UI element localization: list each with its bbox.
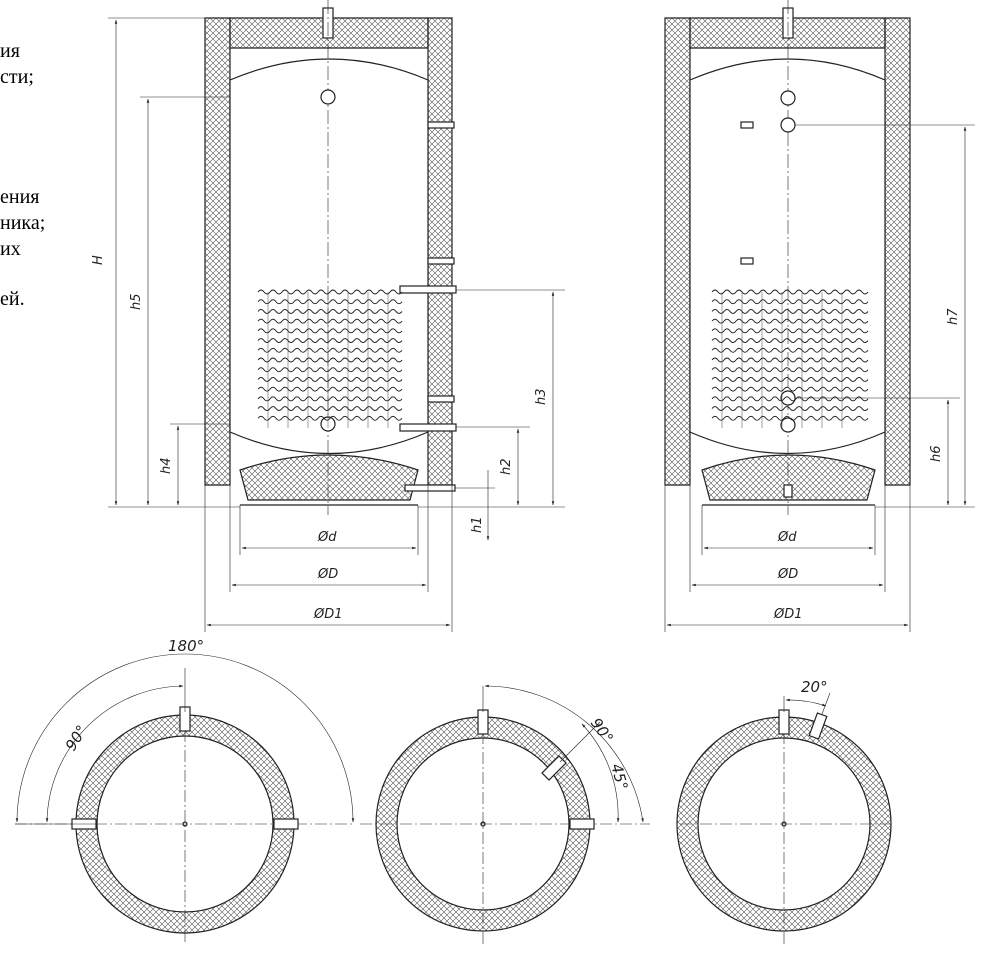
plan-b-label-90: 90°: [587, 715, 617, 747]
plan-a-pipe-right: [273, 818, 299, 830]
plan-b-label-45: 45°: [607, 762, 631, 792]
coil-winding: [257, 289, 403, 295]
legend-line-5: их: [0, 238, 21, 260]
label-D: ØD: [317, 567, 338, 582]
left-heat-exchanger-coil: [257, 289, 403, 428]
plan-a-arc-90: [45, 684, 184, 823]
plan-b-pipe-right: [569, 818, 595, 830]
label-right-D: ØD: [777, 567, 798, 582]
right-small-port-1: [740, 121, 754, 129]
right-insulation-right-wall: [884, 17, 911, 486]
plan-c-pipe-20: [808, 712, 828, 740]
coil-winding: [257, 318, 403, 324]
legend-line-6: ей.: [0, 288, 25, 310]
left-coil-outlet: [399, 423, 457, 432]
plan-b-arc-45: [581, 723, 620, 823]
coil-winding: [257, 415, 403, 421]
plan-view-20: [676, 692, 892, 945]
left-tank-body: [229, 58, 429, 455]
label-H: H: [91, 255, 106, 265]
label-h1: h1: [470, 516, 485, 533]
label-h7: h7: [946, 308, 961, 325]
coil-winding: [257, 328, 403, 334]
right-nozzle-4: [780, 417, 796, 433]
plan-c-pipe-top: [778, 709, 790, 735]
coil-winding: [257, 406, 403, 412]
left-upper-nozzle: [320, 89, 336, 105]
left-insulation-left-wall: [204, 17, 231, 486]
left-bottom-insulation: [239, 454, 419, 501]
plan-b-pipe-top: [477, 709, 489, 735]
label-h3: h3: [534, 388, 549, 405]
label-d: Ød: [317, 530, 337, 545]
label-h4: h4: [159, 457, 174, 474]
left-insulation-right-wall: [427, 17, 453, 486]
right-nozzle-2: [780, 117, 796, 133]
label-h5: h5: [129, 293, 144, 310]
plan-a-arc-180: [15, 653, 355, 823]
left-side-sleeve-2: [427, 257, 455, 265]
right-tank-body: [689, 58, 886, 455]
right-nozzle-1: [780, 90, 796, 106]
right-elevation-view: [664, 0, 975, 632]
left-side-sleeve-3: [427, 395, 455, 403]
right-small-port-2: [740, 257, 754, 265]
label-right-d: Ød: [777, 530, 797, 545]
plan-a-label-90: 90°: [62, 722, 91, 754]
plan-view-90-45: [360, 684, 650, 945]
plan-view-180: [15, 653, 355, 945]
coil-winding: [257, 299, 403, 305]
label-D1: ØD1: [313, 607, 343, 622]
coil-winding: [257, 386, 403, 392]
left-drain-pipe: [404, 484, 456, 492]
left-elevation-view: [108, 0, 565, 632]
label-right-D1: ØD1: [773, 607, 803, 622]
right-bottom-insulation: [701, 454, 876, 501]
legend-line-4: ника;: [0, 212, 46, 234]
right-heat-exchanger-coil: [711, 289, 869, 428]
right-insulation-left-wall: [664, 17, 691, 486]
coil-winding: [257, 357, 403, 363]
plan-c-arc-20: [785, 698, 827, 707]
plan-c-label-20: 20°: [801, 678, 828, 696]
right-nozzle-3: [780, 390, 796, 406]
legend-line-2: сти;: [0, 66, 34, 88]
plan-a-label-180: 180°: [168, 637, 204, 655]
coil-winding: [257, 347, 403, 353]
coil-winding: [257, 396, 403, 402]
right-drain: [783, 484, 793, 498]
left-coil-inlet: [399, 285, 457, 294]
legend-line-3: ения: [0, 186, 40, 208]
legend-text-fragments: ия сти; ения ника; их ей.: [0, 0, 80, 340]
coil-winding: [257, 308, 403, 314]
label-h2: h2: [499, 458, 514, 475]
left-side-sleeve-1: [427, 121, 455, 129]
coil-winding: [257, 376, 403, 382]
label-h6: h6: [929, 445, 944, 462]
coil-winding: [257, 367, 403, 373]
coil-winding: [257, 338, 403, 344]
legend-line-1: ия: [0, 40, 20, 62]
